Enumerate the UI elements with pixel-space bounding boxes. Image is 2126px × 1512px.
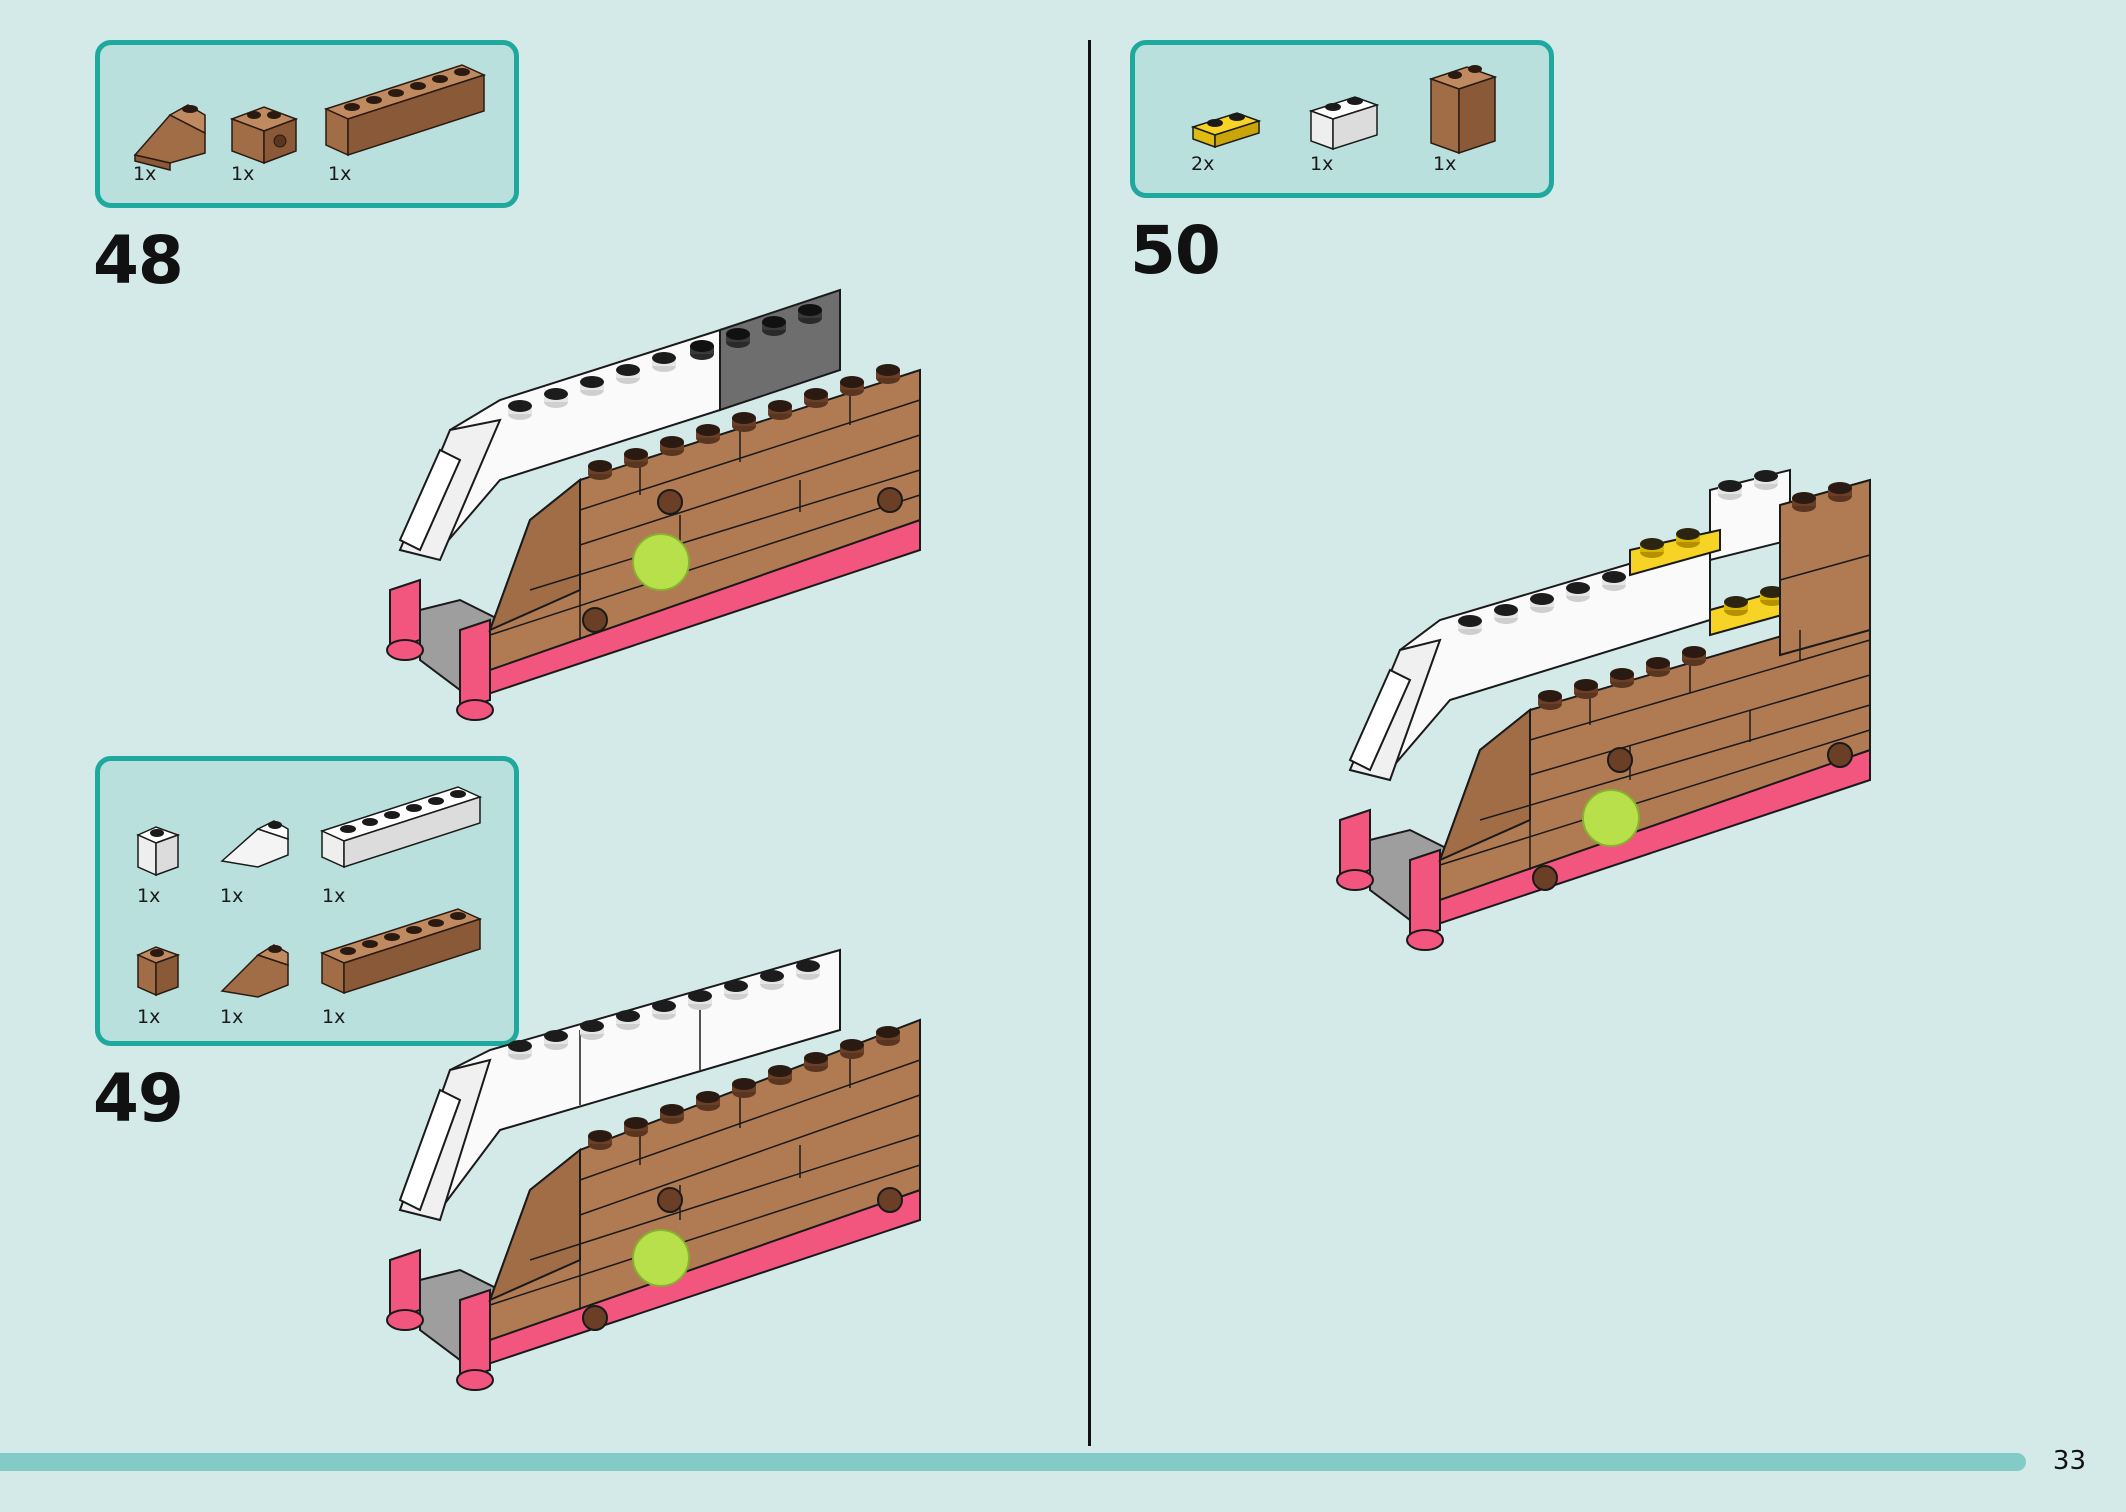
part-qty: 1x: [133, 163, 157, 185]
page-number: 33: [2052, 1446, 2086, 1476]
step-number: 49: [93, 1060, 184, 1137]
parts-callout-step-50: 2x 1x 1x: [1130, 40, 1554, 198]
part-qty: 1x: [220, 1006, 244, 1028]
part-qty: 1x: [1433, 153, 1457, 175]
part-qty: 1x: [231, 163, 255, 185]
part-qty: 1x: [220, 885, 244, 907]
part-qty: 1x: [137, 1006, 161, 1028]
part-qty: 1x: [322, 885, 346, 907]
step-49-model: [380, 948, 940, 1424]
part-qty: 2x: [1191, 153, 1215, 175]
parts-callout-step-48: 1x 1x 1x: [95, 40, 519, 208]
part-qty: 1x: [328, 163, 352, 185]
progress-bar: [0, 1453, 2026, 1471]
step-48-model: [380, 288, 940, 734]
column-divider: [1088, 40, 1091, 1446]
step-50-model: [1330, 460, 1900, 984]
step-number: 48: [93, 222, 184, 299]
step-number: 50: [1130, 212, 1221, 289]
parts-callout-step-49: 1x 1x 1x 1x: [95, 756, 519, 1046]
part-qty: 1x: [137, 885, 161, 907]
part-qty: 1x: [322, 1006, 346, 1028]
part-qty: 1x: [1310, 153, 1334, 175]
